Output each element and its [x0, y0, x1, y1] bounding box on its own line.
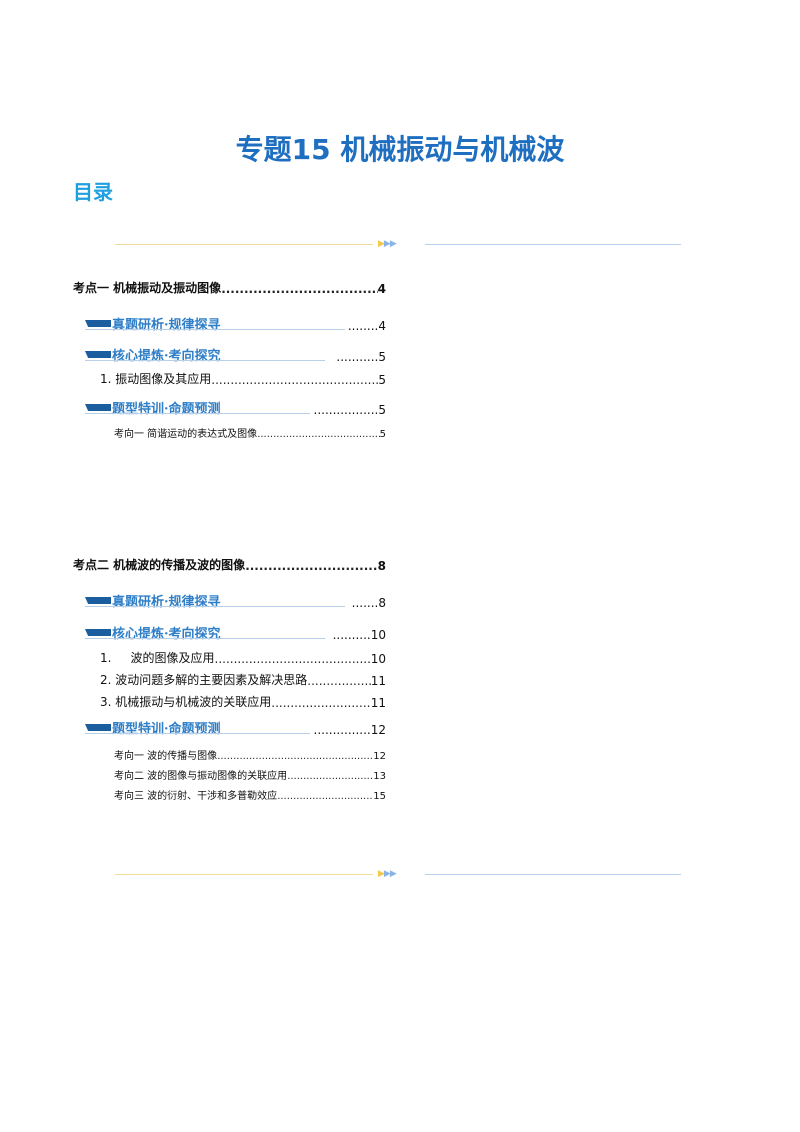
- toc-heading: 目录: [73, 180, 113, 204]
- banner-underline: [85, 638, 325, 639]
- divider-line-left: [115, 874, 373, 875]
- banner-underline: [85, 733, 310, 734]
- page-number: 5: [378, 373, 386, 387]
- page-title: 专题15 机械振动与机械波: [235, 133, 565, 166]
- page-number: 8: [377, 559, 386, 573]
- toc-banner-hexin-2[interactable]: 核心提炼·考向探究 ..........10: [85, 625, 386, 645]
- page-number: 12: [373, 751, 386, 762]
- banner-label: 题型特训·命题预测: [112, 722, 221, 737]
- subitem-label: 考向一 波的传播与图像: [114, 751, 218, 762]
- page-number: 10: [370, 652, 386, 666]
- banner-label: 真题研析·规律探寻: [112, 595, 221, 610]
- toc-banner-tixing-1[interactable]: 题型特训·命题预测 .................5: [85, 400, 386, 420]
- banner-underline: [85, 606, 345, 607]
- divider-line-right: [425, 244, 681, 245]
- toc-banner-zhenti-2[interactable]: 真题研析·规律探寻 .......8: [85, 593, 386, 613]
- toc-entry-item[interactable]: 3. 机械振动与机械波的关联应用 11: [100, 694, 386, 710]
- toc-banner-hexin-1[interactable]: 核心提炼·考向探究 ...........5: [85, 347, 386, 367]
- banner-page: .......8: [352, 596, 386, 610]
- banner-label: 真题研析·规律探寻: [112, 318, 221, 333]
- leader-dots: ..........: [332, 628, 371, 642]
- banner-page: ........4: [348, 319, 386, 333]
- leader-dots: [307, 674, 370, 688]
- toc-banner-zhenti-1[interactable]: 真题研析·规律探寻 ........4: [85, 316, 386, 336]
- page-number: 8: [378, 596, 386, 610]
- divider-bottom: ▶▶▶: [115, 868, 681, 880]
- divider-line-right: [425, 874, 681, 875]
- banner-tab-icon: [85, 629, 111, 636]
- banner-page: ...........5: [336, 350, 386, 364]
- page-number: 10: [370, 628, 386, 642]
- toc-entry-subitem[interactable]: 考向一 简谐运动的表达式及图像 5: [114, 424, 386, 440]
- arrow-icon: ▶▶▶: [378, 869, 397, 879]
- leader-dots: ...........: [336, 350, 379, 364]
- leader-dots: [221, 282, 377, 296]
- banner-page: ...............12: [314, 723, 387, 737]
- toc-entry-subitem[interactable]: 考向二 波的图像与振动图像的关联应用 13: [114, 766, 386, 782]
- banner-tab-icon: [85, 597, 111, 604]
- arrow-icon: ▶▶▶: [378, 239, 397, 249]
- toc-entry-item[interactable]: 1. 振动图像及其应用 5: [100, 371, 386, 387]
- leader-dots: [271, 696, 370, 710]
- subitem-label: 考向三 波的衍射、干涉和多普勒效应: [114, 791, 278, 802]
- page-number: 5: [378, 403, 386, 417]
- page-number: 11: [370, 674, 386, 688]
- leader-dots: [257, 429, 379, 440]
- banner-underline: [85, 413, 310, 414]
- toc-entry-item[interactable]: 1. 波的图像及应用 10: [100, 650, 386, 666]
- subitem-label: 考向一 简谐运动的表达式及图像: [114, 429, 258, 440]
- divider-line-left: [115, 244, 373, 245]
- banner-label: 核心提炼·考向探究: [112, 627, 221, 642]
- banner-underline: [85, 360, 325, 361]
- page-number: 5: [378, 350, 386, 364]
- toc-entry-subitem[interactable]: 考向三 波的衍射、干涉和多普勒效应 15: [114, 786, 386, 802]
- toc-entry-section-2[interactable]: 考点二 机械波的传播及波的图像 8: [73, 557, 386, 573]
- banner-label: 题型特训·命题预测: [112, 402, 221, 417]
- banner-tab-icon: [85, 724, 111, 731]
- item-label: 3. 机械振动与机械波的关联应用: [100, 695, 272, 709]
- banner-page: ..........10: [333, 628, 386, 642]
- leader-dots: .................: [313, 403, 379, 417]
- banner-tab-icon: [85, 320, 111, 327]
- leader-dots: .......: [351, 596, 379, 610]
- item-label: 2. 波动问题多解的主要因素及解决思路: [100, 673, 308, 687]
- leader-dots: [217, 751, 373, 762]
- toc-entry-item[interactable]: 2. 波动问题多解的主要因素及解决思路 11: [100, 672, 386, 688]
- section-label: 考点一 机械振动及振动图像: [73, 281, 222, 295]
- banner-tab-icon: [85, 404, 111, 411]
- toc-entry-section-1[interactable]: 考点一 机械振动及振动图像 4: [73, 280, 386, 296]
- banner-underline: [85, 329, 345, 330]
- item-label: 1. 振动图像及其应用: [100, 372, 212, 386]
- toc-entry-subitem[interactable]: 考向一 波的传播与图像 12: [114, 746, 386, 762]
- leader-dots: ...............: [313, 723, 371, 737]
- page-number: 11: [370, 696, 386, 710]
- page-number: 15: [373, 791, 386, 802]
- banner-label: 核心提炼·考向探究: [112, 349, 221, 364]
- page-number: 13: [373, 771, 386, 782]
- toc-banner-tixing-2[interactable]: 题型特训·命题预测 ...............12: [85, 720, 386, 740]
- leader-dots: ........: [347, 319, 379, 333]
- page-number: 4: [378, 319, 386, 333]
- leader-dots: [211, 373, 378, 387]
- item-label: 1. 波的图像及应用: [100, 651, 215, 665]
- subitem-label: 考向二 波的图像与振动图像的关联应用: [114, 771, 288, 782]
- leader-dots: [215, 652, 371, 666]
- leader-dots: [277, 791, 373, 802]
- leader-dots: [245, 559, 377, 573]
- page-number: 12: [370, 723, 386, 737]
- page-number: 4: [377, 282, 386, 296]
- leader-dots: [287, 771, 373, 782]
- banner-tab-icon: [85, 351, 111, 358]
- section-label: 考点二 机械波的传播及波的图像: [73, 558, 246, 572]
- divider-top: ▶▶▶: [115, 238, 681, 250]
- page-number: 5: [379, 429, 386, 440]
- banner-page: .................5: [314, 403, 387, 417]
